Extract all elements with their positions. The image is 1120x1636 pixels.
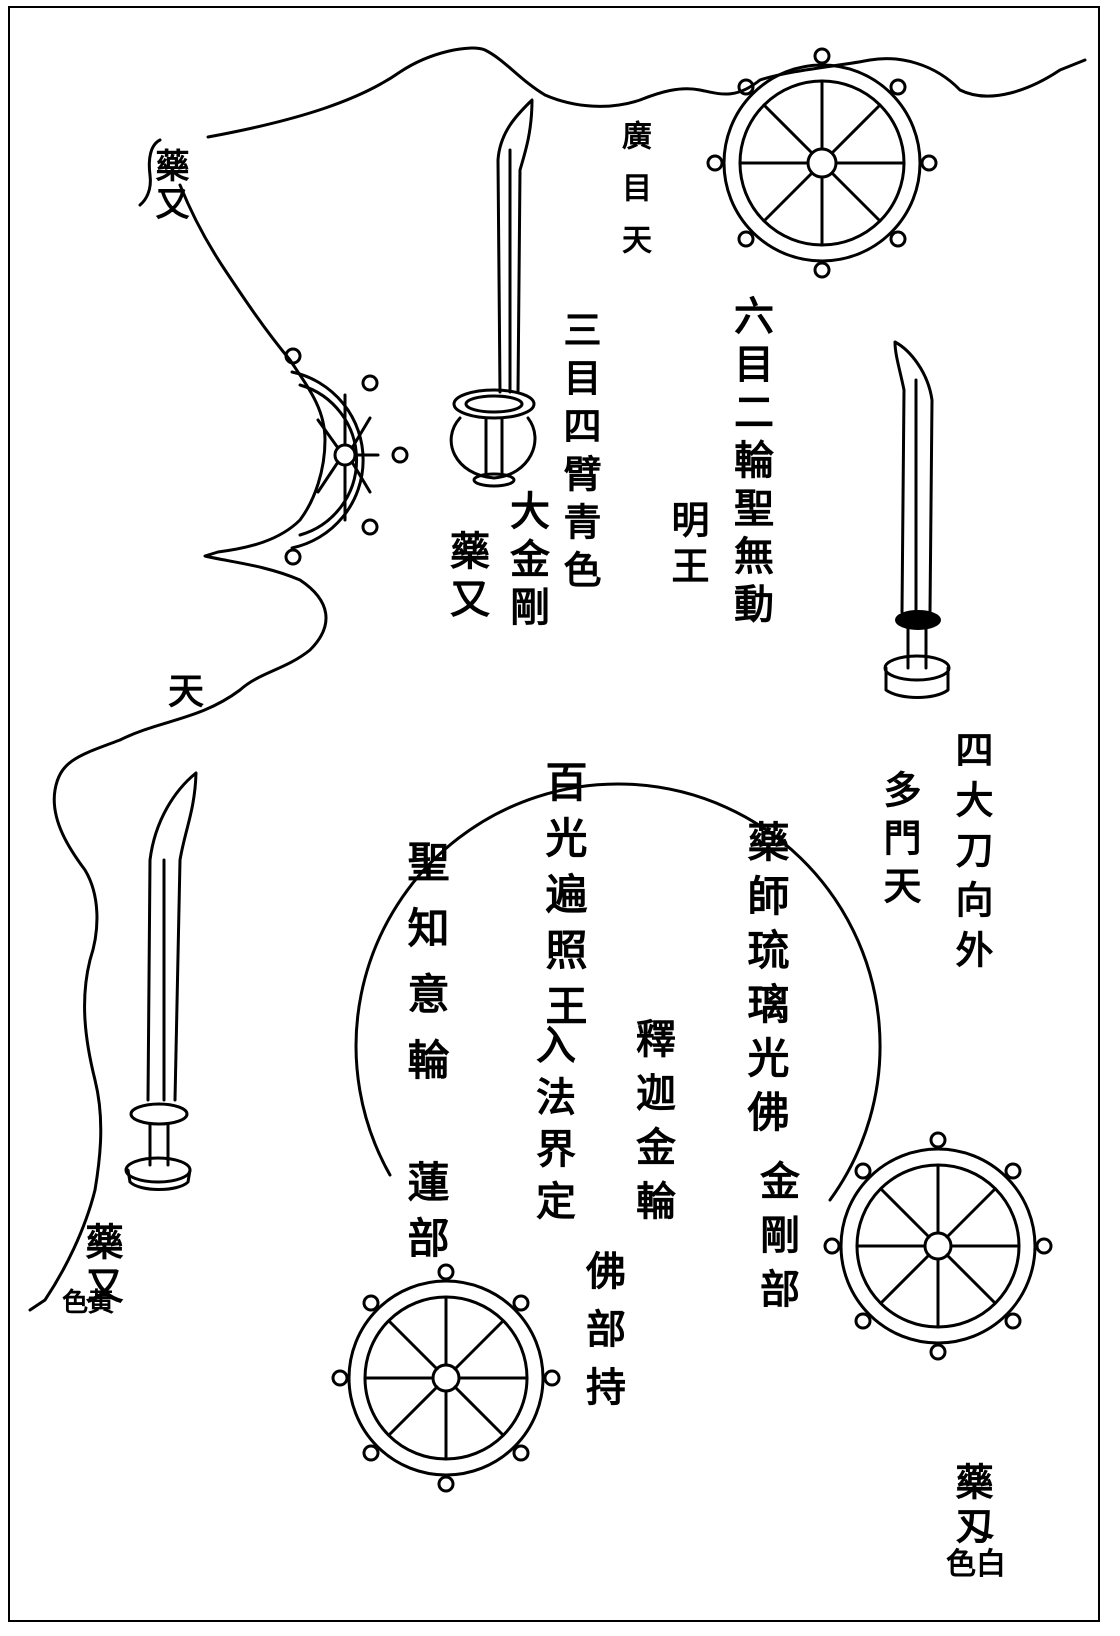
label-three-eyes-line3: 藥又 [443,530,490,626]
label-yaoshi: 藥師琉璃光佛 [741,820,790,1144]
yaksha-label-bracket [138,138,162,207]
sword-left-lower [124,771,198,1191]
dharma-wheel-half-left [284,347,409,566]
label-ming-wang-line2: 明王 [665,500,710,592]
label-bottom-left-yaksha: 藥又 [79,1222,124,1310]
central-circle [354,782,882,1202]
label-bottom-right-yaksha: 藥刄 [949,1462,994,1550]
label-duowen-tian: 多門天 [877,770,922,914]
label-shengzhi: 聖知意輪 [401,840,450,1104]
label-three-eyes-line2: 大金剛 [503,490,550,634]
label-ming-wang-line1: 六目二輪聖無動 [727,295,774,631]
label-bottom-left-color: 色黃 [62,1288,115,1318]
label-ru-fajie: 入法界定 [529,1024,576,1232]
label-top-left-yaksha: 藥又 [149,148,189,224]
dharma-wheel-bottom-right [823,1131,1053,1361]
label-bottom-right-color: 色白 [946,1547,1006,1582]
label-guangmu-tian: 廣目天 [616,120,651,276]
label-shijia: 釋迦金輪 [629,1018,676,1234]
dharma-wheel-top [706,47,938,279]
label-baiguang: 百光遍照王 [539,760,588,1040]
label-jingangbu: 金剛部 [753,1160,800,1322]
label-fobu: 佛部持 [579,1250,626,1424]
label-three-eyes-line1: 三目四臂青色 [557,310,602,598]
label-tian-left: 天 [162,672,204,708]
page-border [8,6,1100,1622]
label-lianbu: 蓮部 [401,1160,450,1272]
sword-right [883,340,951,699]
sword-top-center [449,98,537,488]
mountain-left-ridge [28,183,328,1312]
dharma-wheel-bottom-left [331,1263,561,1493]
label-four-swords: 四大刀向外 [949,730,994,980]
mountain-outline [206,46,1087,139]
